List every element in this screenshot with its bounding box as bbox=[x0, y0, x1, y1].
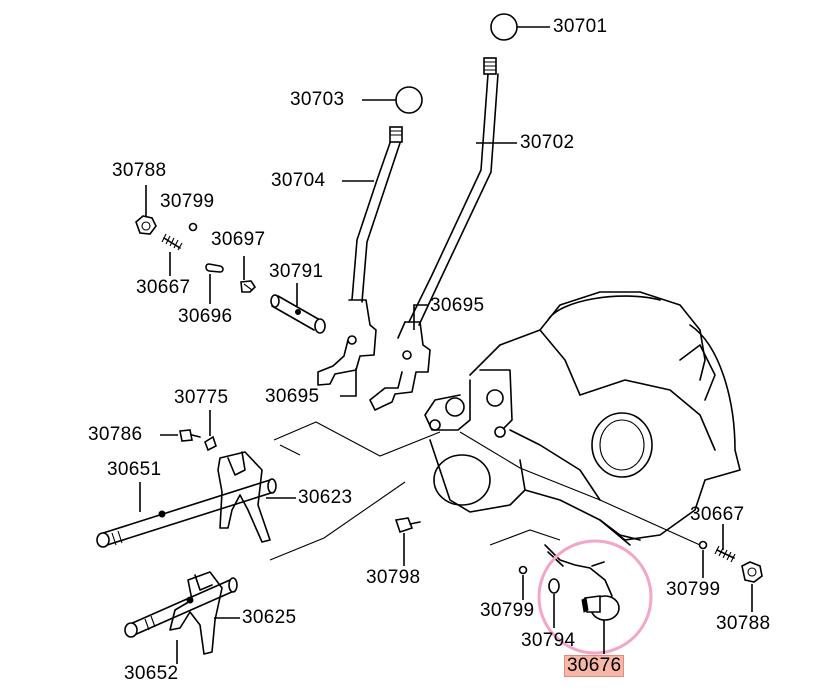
label-30775[interactable]: 30775 bbox=[174, 387, 229, 408]
label-30788-upper[interactable]: 30788 bbox=[112, 160, 167, 181]
indication-lines bbox=[269, 421, 701, 561]
label-30794[interactable]: 30794 bbox=[521, 630, 576, 651]
part-30652-shift-rail[interactable] bbox=[124, 577, 238, 638]
part-30701-symbol[interactable] bbox=[490, 13, 518, 41]
label-30703[interactable]: 30703 bbox=[290, 89, 345, 110]
label-30788-right[interactable]: 30788 bbox=[716, 613, 771, 634]
part-30791-shaft[interactable] bbox=[270, 294, 326, 334]
part-30798-bolt[interactable] bbox=[394, 517, 421, 534]
part-30775-clip[interactable] bbox=[204, 435, 217, 452]
label-30667-upper[interactable]: 30667 bbox=[136, 277, 191, 298]
label-30696[interactable]: 30696 bbox=[178, 306, 233, 327]
label-30799-right[interactable]: 30799 bbox=[666, 579, 721, 600]
label-30676-highlighted[interactable]: 30676 bbox=[563, 655, 625, 677]
label-30625[interactable]: 30625 bbox=[242, 607, 297, 628]
label-30651[interactable]: 30651 bbox=[107, 459, 162, 480]
part-30794-washer[interactable] bbox=[548, 578, 560, 594]
part-30704-rod[interactable] bbox=[317, 126, 403, 386]
label-30786[interactable]: 30786 bbox=[88, 424, 143, 445]
label-30799-upper[interactable]: 30799 bbox=[160, 191, 215, 212]
part-30799-ball-right[interactable] bbox=[698, 540, 708, 550]
part-30667-spring-right[interactable] bbox=[714, 545, 736, 563]
label-30702[interactable]: 30702 bbox=[520, 132, 575, 153]
part-30786-bolt[interactable] bbox=[179, 429, 201, 442]
label-30695-right[interactable]: 30695 bbox=[430, 295, 485, 316]
transmission-case[interactable] bbox=[424, 291, 741, 546]
label-30652[interactable]: 30652 bbox=[124, 663, 179, 684]
label-30799-lower[interactable]: 30799 bbox=[480, 600, 535, 621]
label-30697[interactable]: 30697 bbox=[211, 229, 266, 250]
part-30702-rod[interactable] bbox=[369, 57, 499, 411]
part-30667-spring-upper[interactable] bbox=[161, 233, 183, 251]
label-30623[interactable]: 30623 bbox=[298, 487, 353, 508]
leader-lines bbox=[139, 26, 753, 664]
part-30697-bolt[interactable] bbox=[240, 280, 257, 293]
label-30701[interactable]: 30701 bbox=[553, 16, 608, 37]
callout-ring-30676 bbox=[537, 539, 653, 655]
part-30788-nut-upper[interactable] bbox=[135, 215, 157, 235]
part-30696-pin[interactable] bbox=[205, 263, 224, 273]
label-30798[interactable]: 30798 bbox=[366, 567, 421, 588]
label-30791[interactable]: 30791 bbox=[269, 261, 324, 282]
part-30676-switch[interactable] bbox=[544, 544, 620, 621]
label-30695-left[interactable]: 30695 bbox=[265, 386, 320, 407]
part-30788-nut-right[interactable] bbox=[741, 561, 763, 583]
part-30651-shift-rail[interactable] bbox=[96, 478, 277, 548]
part-30623-shift-fork[interactable] bbox=[217, 451, 271, 543]
part-30703-symbol[interactable] bbox=[395, 86, 423, 114]
part-30799-ball-upper[interactable] bbox=[188, 222, 198, 232]
part-30799-ball-lower[interactable] bbox=[518, 565, 528, 575]
label-30667-right[interactable]: 30667 bbox=[690, 504, 745, 525]
label-30704[interactable]: 30704 bbox=[271, 170, 326, 191]
part-30625-shift-fork[interactable] bbox=[169, 571, 223, 655]
